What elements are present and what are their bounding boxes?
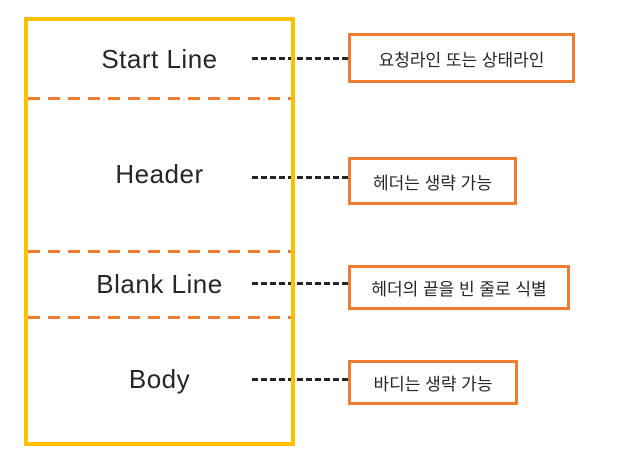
section-blank-line-label: Blank Line (96, 268, 223, 299)
section-start-line: Start Line (28, 21, 291, 98)
callout-blank-line-text: 헤더의 끝을 빈 줄로 식별 (371, 280, 547, 299)
connector-body (252, 378, 348, 381)
section-header: Header (28, 98, 291, 251)
message-structure-box: Start Line Header Blank Line Body (24, 17, 295, 446)
section-body: Body (28, 317, 291, 442)
section-start-line-label: Start Line (101, 44, 218, 74)
connector-blank-line (252, 282, 348, 285)
callout-body: 바디는 생략 가능 (348, 360, 518, 405)
callout-start-line-text: 요청라인 또는 상태라인 (378, 50, 545, 70)
connector-start-line (252, 57, 348, 60)
connector-header (252, 176, 348, 179)
section-divider (28, 97, 291, 100)
section-divider (28, 316, 291, 319)
section-header-label: Header (115, 159, 204, 189)
callout-body-text: 바디는 생략 가능 (373, 375, 493, 394)
section-blank-line: Blank Line (28, 251, 291, 317)
callout-blank-line: 헤더의 끝을 빈 줄로 식별 (348, 265, 570, 310)
section-body-label: Body (128, 364, 191, 394)
callout-header-text: 헤더는 생략 가능 (373, 173, 492, 193)
callout-header: 헤더는 생략 가능 (348, 157, 517, 205)
section-divider (28, 250, 291, 253)
callout-start-line: 요청라인 또는 상태라인 (348, 33, 575, 83)
